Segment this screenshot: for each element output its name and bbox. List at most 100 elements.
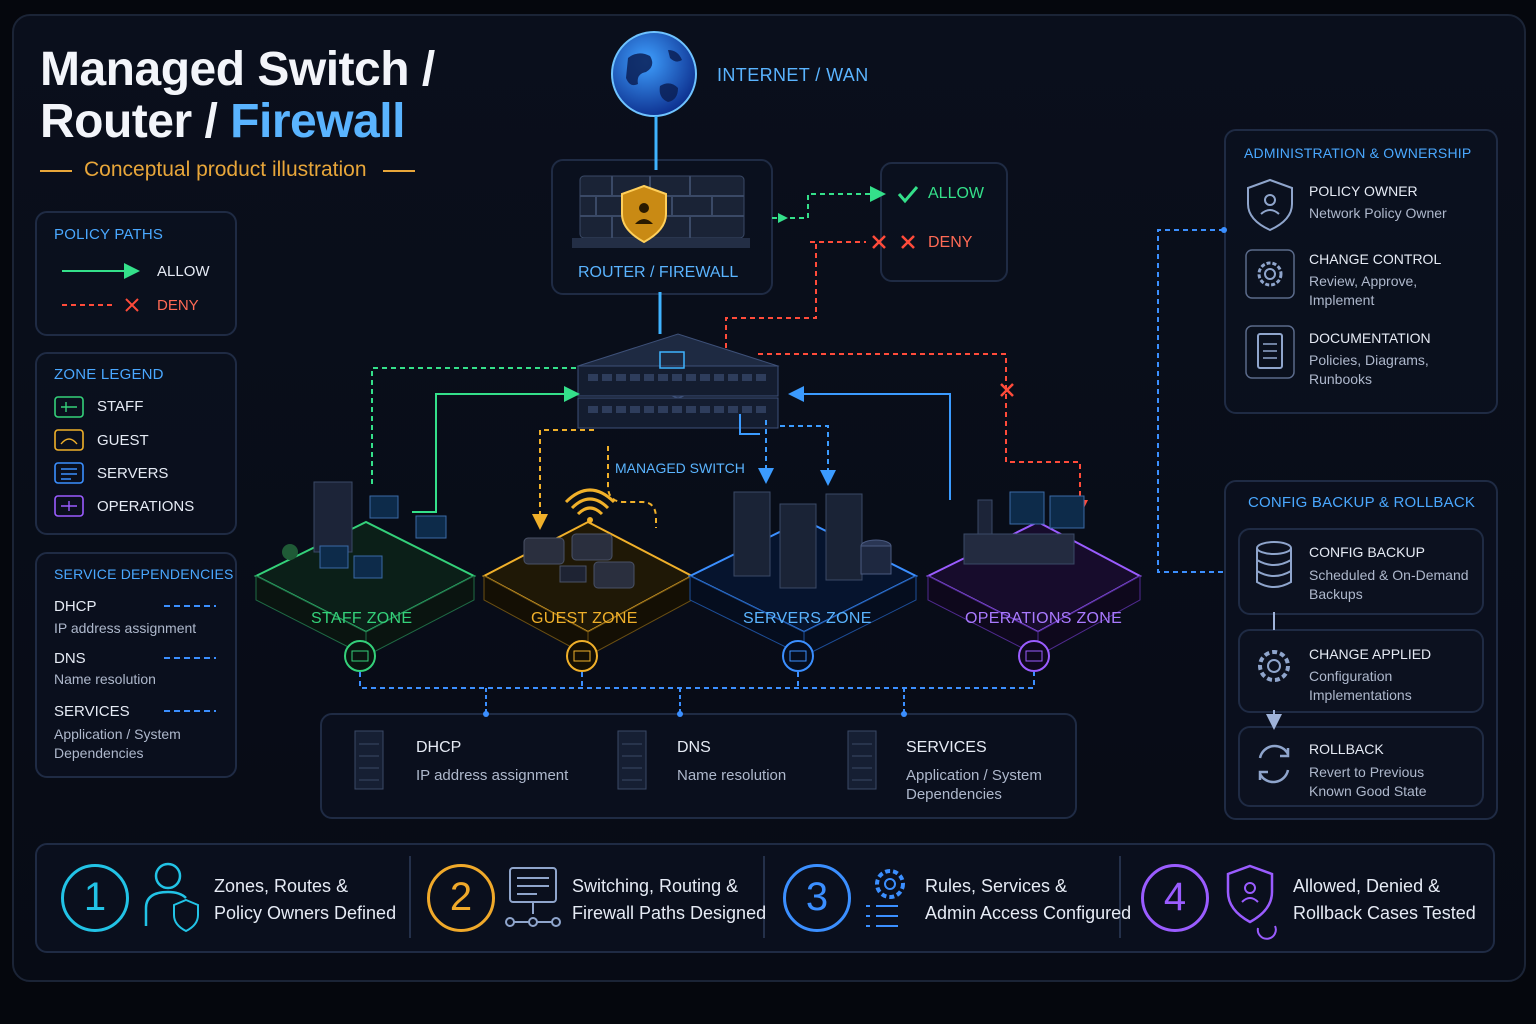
policy-allow-label: ALLOW	[157, 263, 210, 280]
change-control-icon	[1245, 249, 1295, 299]
service-deps-title: SERVICE DEPENDENCIES	[54, 566, 234, 582]
operations-deny-path	[758, 353, 1088, 516]
network-diagram-icon	[505, 867, 561, 927]
admin-change-control: CHANGE CONTROL	[1309, 251, 1442, 267]
staff-zone-label: STAFF ZONE	[311, 610, 413, 627]
step-2-number: 2	[427, 864, 495, 932]
title-line-1: Managed Switch /	[40, 43, 435, 96]
admin-documentation-desc-1: Policies, Diagrams,	[1309, 352, 1429, 368]
deny-x-icon	[872, 235, 915, 249]
router-allow-path	[772, 186, 886, 223]
step-1-text: Zones, Routes &Policy Owners Defined	[214, 873, 396, 927]
dep-services-desc-2: Dependencies	[54, 745, 144, 761]
dep-services-desc-1: Application / System	[54, 726, 181, 742]
admin-panel	[1224, 129, 1498, 414]
backup-config-name: CONFIG BACKUP	[1309, 544, 1425, 560]
admin-change-control-desc-2: Implement	[1309, 292, 1375, 308]
page-title: Managed Switch / Router / Firewall	[40, 44, 435, 148]
backup-change-desc-1: Configuration	[1309, 668, 1393, 684]
services-bus	[359, 672, 1035, 717]
svc-services-name: SERVICES	[906, 739, 987, 756]
internet-wan-label: INTERNET / WAN	[717, 65, 869, 85]
backup-rollback-name: ROLLBACK	[1309, 741, 1384, 757]
step-dividers	[409, 856, 1121, 938]
settings-list-icon	[866, 869, 905, 927]
step-4-line-2: Rollback Cases Tested	[1293, 903, 1476, 923]
dep-dns-desc: Name resolution	[54, 671, 156, 687]
backup-config-desc-2: Backups	[1309, 586, 1363, 602]
managed-switch-icon	[576, 333, 780, 429]
gear-icon	[1258, 650, 1290, 682]
step-2-text: Switching, Routing &Firewall Paths Desig…	[572, 873, 766, 927]
step-1-number: 1	[61, 864, 129, 932]
backup-rollback-desc-1: Revert to Previous	[1309, 764, 1425, 780]
change-applied-box	[1238, 629, 1484, 713]
legend-staff: STAFF	[97, 398, 144, 415]
backup-change-desc-2: Implementations	[1309, 687, 1412, 703]
guest-zone-label: GUEST ZONE	[531, 610, 638, 627]
servers-zone-label: SERVERS ZONE	[743, 610, 872, 627]
servers-path	[739, 386, 951, 500]
zone-legend-title: ZONE LEGEND	[54, 366, 164, 383]
policy-deny-label: DENY	[157, 297, 199, 314]
dep-dhcp-name: DHCP	[54, 598, 97, 615]
admin-documentation-desc-2: Runbooks	[1309, 371, 1373, 387]
servers-zone-badge	[782, 640, 814, 672]
legend-servers-icon	[54, 462, 84, 484]
step-1-line-2: Policy Owners Defined	[214, 903, 397, 923]
guest-path	[532, 429, 657, 530]
subtitle-rule-left	[40, 170, 72, 172]
database-icon	[1256, 541, 1292, 588]
allow-deny-box	[880, 162, 1008, 282]
user-shield-icon	[144, 862, 199, 933]
step-3-line-2: Admin Access Configured	[925, 903, 1132, 923]
legend-operations-icon	[54, 495, 84, 517]
deny-label: DENY	[928, 234, 973, 251]
legend-servers: SERVERS	[97, 465, 169, 482]
svc-dns-desc: Name resolution	[677, 767, 787, 784]
guest-zone-platform	[481, 488, 695, 657]
staff-allow-path	[371, 367, 580, 513]
operations-zone-badge	[1018, 640, 1050, 672]
svc-services-desc-1: Application / System	[906, 767, 1042, 784]
admin-documentation: DOCUMENTATION	[1309, 330, 1431, 346]
admin-connector	[1157, 227, 1227, 573]
svc-dhcp-desc: IP address assignment	[416, 767, 569, 784]
admin-policy-owner: POLICY OWNER	[1309, 183, 1418, 199]
policy-paths-title: POLICY PATHS	[54, 226, 164, 243]
legend-operations: OPERATIONS	[97, 498, 195, 515]
servers-zone-platform	[687, 491, 919, 657]
service-deps-panel	[35, 552, 237, 778]
svc-dns-name: DNS	[677, 739, 711, 756]
admin-change-control-desc-1: Review, Approve,	[1309, 273, 1418, 289]
title-line-2b: Firewall	[230, 95, 405, 148]
globe-icon	[611, 31, 697, 117]
rollback-icon	[1258, 744, 1290, 784]
step-4-line-1: Allowed, Denied &	[1293, 876, 1441, 896]
step-3-line-1: Rules, Services &	[925, 876, 1068, 896]
backup-config-desc-1: Scheduled & On-Demand	[1309, 567, 1469, 583]
router-deny-path	[725, 241, 866, 348]
subtitle-rule-right	[383, 170, 415, 172]
svc-services-desc-2: Dependencies	[906, 786, 1002, 803]
admin-title: ADMINISTRATION & OWNERSHIP	[1244, 145, 1472, 161]
allow-check-icon	[897, 186, 919, 204]
staff-zone-platform	[253, 481, 477, 657]
step-2-line-2: Firewall Paths Designed	[572, 903, 767, 923]
operations-zone-platform	[925, 491, 1143, 657]
svc-dhcp-name: DHCP	[416, 739, 462, 756]
backup-change-name: CHANGE APPLIED	[1309, 646, 1432, 662]
guest-zone-badge	[566, 640, 598, 672]
dep-dns-name: DNS	[54, 650, 86, 667]
staff-zone-badge	[344, 640, 376, 672]
dep-services-name: SERVICES	[54, 703, 130, 720]
legend-deny-arrow	[62, 298, 139, 312]
step-4-number: 4	[1141, 864, 1209, 932]
subtitle: Conceptual product illustration	[84, 158, 367, 181]
allow-label: ALLOW	[928, 185, 985, 202]
backup-title: CONFIG BACKUP & ROLLBACK	[1248, 494, 1476, 511]
step-3-number: 3	[783, 864, 851, 932]
step-3-text: Rules, Services & Admin Access Configured	[925, 873, 1131, 927]
services-box	[320, 713, 1077, 819]
